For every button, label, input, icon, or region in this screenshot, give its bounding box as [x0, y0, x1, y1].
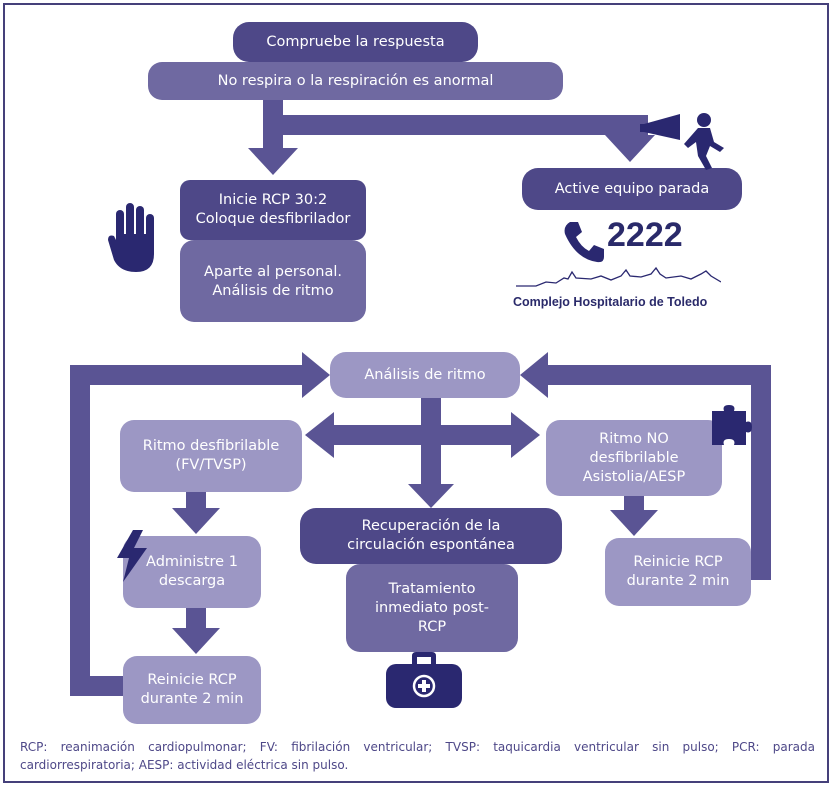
arrow-to-start-cpr — [248, 148, 298, 175]
step-not-breathing: No respira o la respiración es anormal — [148, 62, 563, 100]
megaphone-runner-icon — [640, 113, 724, 170]
step-activate-team: Active equipo parada — [522, 168, 742, 210]
stop-hand-icon — [108, 203, 154, 272]
arrow-to-shockable — [305, 412, 334, 458]
connector-left-down — [263, 115, 283, 150]
skyline-icon — [516, 266, 721, 287]
arrow-to-rosc — [408, 484, 454, 508]
phone-icon — [564, 222, 604, 263]
arrow-to-resume-left — [172, 628, 220, 654]
medical-bag-icon — [386, 652, 462, 708]
connector-shockable-down — [186, 488, 206, 510]
loop-left-vertical — [70, 365, 90, 696]
arrow-to-non-shockable — [511, 412, 540, 458]
connector-shock-down — [186, 608, 206, 630]
connector-analysis-bar — [330, 425, 520, 445]
connector-top-bar — [263, 115, 648, 135]
step-rosc: Recuperación de la circulación espontáne… — [300, 508, 562, 564]
step-stand-clear: Aparte al personal. Análisis de ritmo — [180, 240, 366, 322]
step-non-shockable-rhythm: Ritmo NO desfibrilable Asistolia/AESP — [546, 420, 722, 496]
step-shockable-rhythm: Ritmo desfibrilable (FV/TVSP) — [120, 420, 302, 492]
abbreviations-footnote: RCP: reanimación cardiopulmonar; FV: fib… — [20, 740, 815, 772]
connector-right-down — [620, 115, 640, 137]
loop-right-top — [540, 365, 771, 385]
step-resume-cpr-left: Reinicie RCP durante 2 min — [123, 656, 261, 724]
step-check-response: Compruebe la respuesta — [233, 22, 478, 62]
lightning-icon — [117, 530, 147, 582]
loop-right-vertical — [751, 365, 771, 580]
puzzle-icon — [712, 405, 752, 445]
step-resume-cpr-right: Reinicie RCP durante 2 min — [605, 538, 751, 606]
step-start-cpr: Inicie RCP 30:2 Coloque desfibrilador — [180, 180, 366, 240]
emergency-phone-number: 2222 — [607, 216, 683, 254]
connector-non-shockable-down — [624, 494, 644, 512]
step-post-rosc-care: Tratamiento inmediato post- RCP — [346, 564, 518, 652]
hospital-name: Complejo Hospitalario de Toledo — [513, 295, 708, 309]
arrow-loop-right — [520, 352, 548, 398]
arrow-to-resume-right — [610, 510, 658, 536]
loop-left-top — [70, 365, 310, 385]
arrow-to-shock — [172, 508, 220, 534]
arrow-to-activate-team — [605, 135, 655, 162]
arrow-loop-left — [302, 352, 330, 398]
step-rhythm-analysis: Análisis de ritmo — [330, 352, 520, 398]
